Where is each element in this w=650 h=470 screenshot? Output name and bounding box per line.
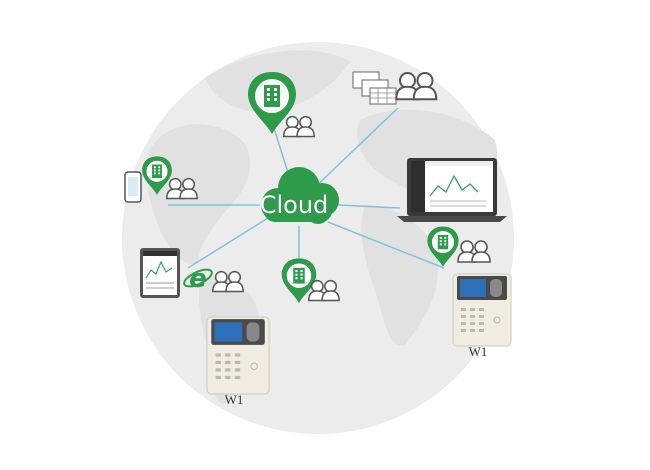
report-site (352, 71, 438, 105)
web-site: e (140, 248, 244, 298)
device-label-right: W1 (469, 344, 488, 359)
attendance-terminal-left: W1 (206, 316, 270, 407)
cloud-icon (261, 167, 339, 224)
svg-text:e: e (189, 264, 207, 294)
attendance-terminal-right: W1 (452, 273, 512, 359)
device-label-left: W1 (225, 392, 244, 407)
link-tablet (187, 217, 269, 269)
browser-e-icon: e (183, 264, 213, 294)
link-right-terminal (327, 221, 445, 269)
cloud-node: Cloud (260, 167, 339, 224)
mobile-site (124, 156, 198, 203)
laptop-dashboard-icon (397, 158, 507, 222)
cloud-label: Cloud (260, 191, 329, 219)
attendance-terminal-icon (206, 316, 270, 395)
smartphone-icon (124, 171, 142, 203)
attendance-terminal-icon (452, 273, 512, 347)
link-laptop (337, 204, 401, 209)
tablet-dashboard-icon (140, 248, 180, 298)
link-spreadsheet (311, 107, 399, 191)
spreadsheet-icon (352, 71, 397, 105)
